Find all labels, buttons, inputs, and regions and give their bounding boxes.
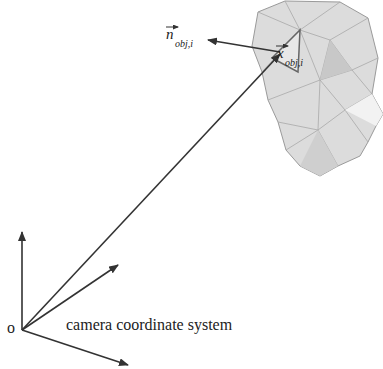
normal-symbol: n (166, 27, 174, 42)
origin-label: o (7, 320, 15, 336)
subscript: obj,i (175, 39, 193, 49)
axes (22, 27, 288, 365)
axis-caption: camera coordinate system (66, 317, 232, 333)
point-symbol: x (277, 46, 284, 61)
subscript: obj,i (285, 58, 303, 68)
head-model (252, 1, 383, 176)
